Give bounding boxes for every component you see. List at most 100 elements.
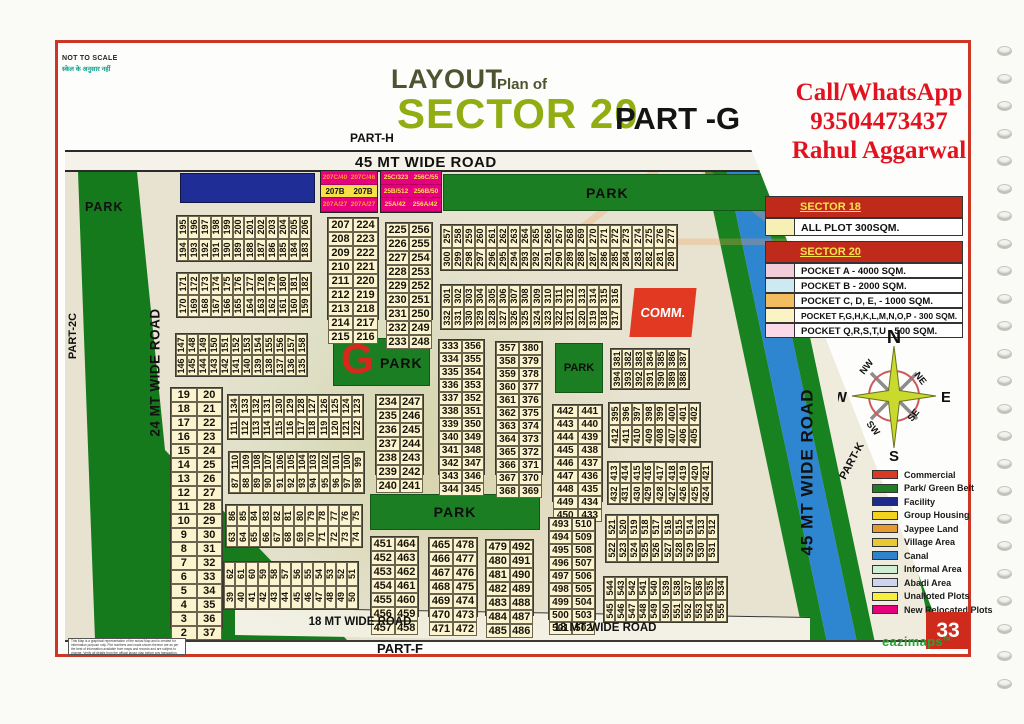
- plot-number: 250: [409, 307, 432, 321]
- plot-number: 365: [496, 446, 519, 459]
- plot-number: 494: [549, 531, 572, 544]
- plot-number: 74: [350, 526, 362, 547]
- plot-number: 200: [232, 216, 245, 239]
- plot-number: 454: [371, 579, 395, 593]
- plot-number: 514: [684, 515, 696, 539]
- plot-number: 184: [288, 238, 300, 261]
- legend-label: POCKET A - 4000 SQM.: [795, 263, 963, 278]
- plot-number: 47: [313, 585, 325, 609]
- plot-number: 430: [631, 483, 643, 504]
- plot-number: 132: [250, 395, 262, 417]
- binding-hole: [997, 321, 1012, 331]
- plot-number: 541: [637, 577, 649, 600]
- plot-number: 510: [572, 518, 595, 531]
- plot-number: 277: [665, 225, 677, 248]
- plot-number: 438: [577, 444, 602, 457]
- plot-number: 138: [263, 355, 275, 376]
- plot-number: 137: [274, 355, 286, 376]
- plot-number: 121: [340, 417, 352, 439]
- plot-number: 256C/55: [413, 173, 439, 181]
- plot-number: 60: [246, 562, 258, 586]
- plot-number: 185: [277, 238, 289, 261]
- plot-number: 59: [257, 562, 269, 586]
- plot-number: 180: [277, 273, 289, 295]
- plot-number: 503: [572, 609, 595, 622]
- plot-number: 201: [244, 216, 256, 239]
- plot-number: 292: [530, 247, 543, 270]
- legend-swatch: [765, 218, 795, 236]
- plot-number: 247: [399, 395, 423, 409]
- plot-number: 160: [288, 295, 300, 317]
- plot-number: 283: [631, 247, 644, 270]
- plot-number: 116: [284, 417, 296, 439]
- plot-number: 238: [376, 451, 400, 465]
- plot-number: 28: [196, 500, 222, 514]
- plot-number: 364: [496, 433, 519, 446]
- legend-item: Group Housing: [872, 509, 990, 523]
- plot-number: 448: [553, 483, 578, 496]
- plot-number: 373: [519, 433, 542, 446]
- legend-label: Facility: [904, 496, 936, 507]
- road-label-45mt-right: 45 MT WIDE ROAD: [797, 388, 817, 556]
- plot-number: 176: [232, 273, 245, 295]
- plot-number: 232: [386, 321, 409, 335]
- plot-number: 485: [486, 624, 510, 638]
- plot-number: 426: [677, 483, 689, 504]
- plot-number: 221: [353, 260, 378, 274]
- plot-number: 302: [452, 285, 464, 307]
- legend-swatch: [872, 551, 898, 561]
- plot-number: 77: [327, 505, 340, 526]
- plot-number: 281: [654, 247, 666, 270]
- plot-number: 82: [271, 505, 283, 526]
- legend-item: Unalloted Plots: [872, 590, 990, 604]
- plot-number: 522: [606, 538, 618, 562]
- plot-number: 299: [452, 247, 464, 270]
- plot-number: 310: [542, 285, 554, 307]
- plot-number: 36: [196, 612, 222, 626]
- plot-number: 346: [461, 470, 484, 483]
- plot-number: 203: [266, 216, 278, 239]
- plot-number: 69: [293, 526, 306, 547]
- plot-number: 198: [210, 216, 222, 239]
- park-label-left: PARK: [85, 200, 124, 214]
- plot-number: 50: [346, 585, 359, 609]
- plot-number: 43: [268, 585, 280, 609]
- plot-number: 431: [619, 483, 632, 504]
- plot-number: 287: [587, 247, 599, 270]
- plot-number: 133: [239, 395, 251, 417]
- plot-number: 109: [240, 452, 252, 473]
- plot-number: 487: [509, 610, 533, 624]
